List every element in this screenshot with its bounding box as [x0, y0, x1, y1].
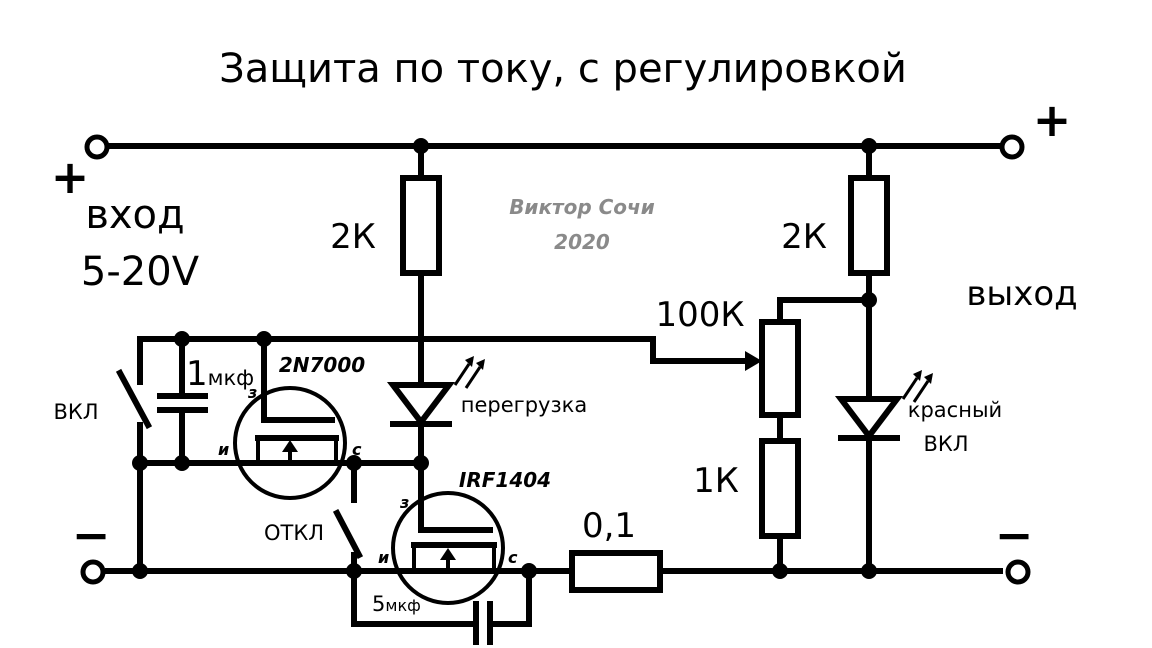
led-on-light-icon — [901, 370, 933, 403]
q1-drain-pin: с — [352, 440, 362, 459]
input-voltage-label: 5-20V — [81, 249, 200, 295]
output-label: выход — [966, 274, 1077, 314]
q2-label: IRF1404 — [459, 468, 551, 492]
input-minus-sign: − — [72, 508, 111, 562]
author-year: 2020 — [554, 230, 610, 254]
author-name: Виктор Сочи — [509, 195, 655, 219]
wire-cap2-left — [351, 568, 479, 627]
output-minus-sign: − — [995, 508, 1034, 562]
pot-wiper-arrow — [745, 351, 762, 371]
switch-on-label: ВКЛ — [53, 400, 98, 424]
output-plus-sign: + — [1033, 93, 1072, 147]
led-overload — [386, 382, 456, 427]
input-label: вход — [85, 192, 184, 238]
switch-off-label: ОТКЛ — [264, 521, 324, 545]
transistor-irf1404 — [391, 491, 505, 605]
led-on-state-label: ВКЛ — [923, 432, 968, 456]
output-minus-terminal — [1005, 559, 1031, 585]
resistor-1k — [759, 438, 801, 539]
junction-dots — [132, 138, 877, 579]
q2-body-arrow — [440, 548, 456, 560]
wire-pot-wiper — [137, 336, 748, 364]
resistor-2k-right-label: 2К — [781, 217, 827, 257]
shunt-resistor — [569, 550, 663, 593]
q1-label: 2N7000 — [279, 353, 365, 377]
cap2-label: 5мкф — [372, 592, 421, 616]
input-minus-terminal — [80, 559, 106, 585]
shunt-label: 0,1 — [582, 506, 636, 546]
resistor-2k-left — [400, 175, 442, 276]
resistor-2k-left-label: 2К — [330, 217, 376, 257]
wire-cap2-right — [487, 568, 532, 627]
cap1-label: 1мкф — [186, 354, 254, 394]
q1-gate-pin: з — [247, 383, 257, 402]
diagram-title: Защита по току, с регулировкой — [219, 46, 907, 92]
led-on-red — [834, 396, 904, 441]
q1-source-pin: и — [218, 440, 229, 459]
led-overload-light-icon — [453, 356, 485, 389]
potentiometer-label: 100К — [655, 295, 744, 335]
resistor-2k-right — [848, 175, 890, 276]
q1-body-arrow — [282, 440, 298, 452]
q2-gate-pin: з — [399, 493, 409, 512]
resistor-1k-label: 1К — [693, 461, 739, 501]
q2-drain-pin: с — [508, 548, 518, 567]
switch-off-contact — [332, 508, 364, 560]
potentiometer-100k — [759, 319, 801, 418]
q2-source-pin: и — [378, 548, 389, 567]
input-plus-terminal — [84, 134, 110, 160]
led-overload-label: перегрузка — [461, 393, 587, 417]
switch-on-contact — [115, 368, 153, 430]
wire-to-pot-top — [777, 297, 872, 325]
output-plus-terminal — [999, 134, 1025, 160]
input-plus-sign: + — [51, 150, 90, 204]
transistor-2n7000 — [233, 386, 347, 500]
led-on-color-label: красный — [908, 398, 1002, 422]
